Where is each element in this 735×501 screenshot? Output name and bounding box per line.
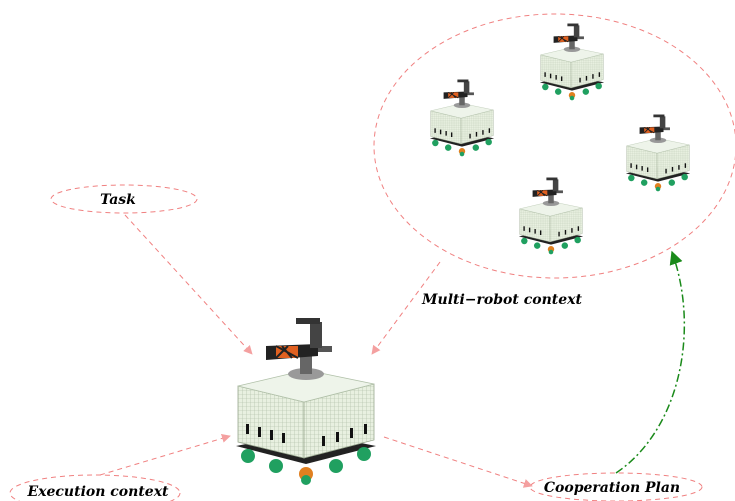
task-ellipse [50, 184, 198, 214]
cooperation-plan-label: Cooperation Plan [544, 480, 680, 496]
fleet-robot-icon [539, 23, 605, 101]
execution-context-to-robot-arrow [99, 434, 231, 476]
multi-robot-context-ellipse [373, 13, 735, 279]
execution-context-ellipse [9, 474, 181, 501]
fleet-robot-icon [429, 79, 495, 157]
cooperation-plan-ellipse [529, 472, 703, 501]
fleet-robot-icon [625, 114, 691, 192]
robot-to-cooperation-plan-arrow [383, 436, 533, 488]
fleet-robot-icon [518, 177, 584, 255]
multi-robot-context-label: Multi−robot context [421, 292, 582, 308]
central-robot-icon [235, 317, 377, 486]
cooperation-plan-to-multi-robot-context-arrow [615, 250, 686, 474]
task-label: Task [100, 192, 136, 208]
execution-context-label: Execution context [26, 484, 169, 500]
multi-robot-context-to-robot-arrow [371, 261, 441, 355]
task-to-robot-arrow [124, 214, 253, 355]
